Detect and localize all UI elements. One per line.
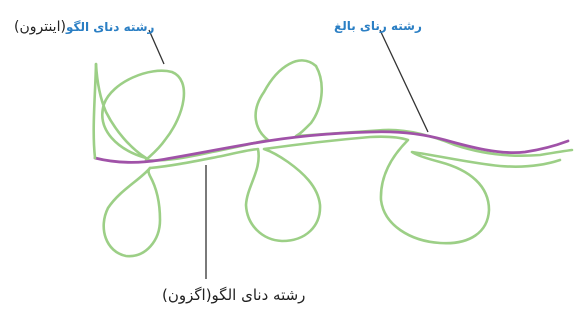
exon-label: رشته دنای الگو(اگزون): [162, 286, 306, 304]
dna-lower-left-loop: [102, 166, 162, 258]
dna-left-tail: [92, 62, 98, 160]
dna-template-lower-strand: [148, 135, 562, 245]
intron-label-paren: (اینترون): [14, 19, 66, 35]
mature-rna-label: رشته رنای بالغ: [334, 19, 422, 33]
intron-label: رشته دنای الگو(اینترون): [14, 18, 154, 34]
intron-leader-line: [148, 29, 165, 65]
dna-template-strand: [94, 59, 574, 162]
mature-rna-leader-line: [379, 29, 429, 133]
mature-rna-strand: [93, 130, 570, 164]
intron-label-text: رشته دنای الگو: [65, 20, 155, 34]
